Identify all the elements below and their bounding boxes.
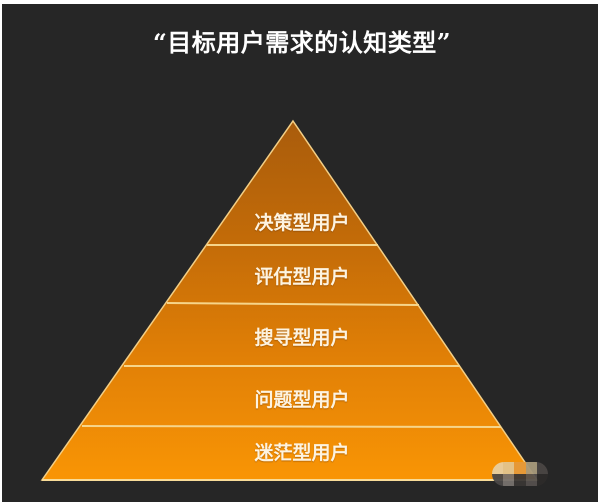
tier-label-search: 搜寻型用户	[254, 327, 350, 349]
tier-label-problem: 问题型用户	[254, 389, 350, 411]
pixelated-watermark-icon	[492, 462, 548, 486]
diagram-title: “目标用户需求的认知类型”	[152, 28, 452, 57]
tier-label-confused: 迷茫型用户	[254, 442, 350, 464]
tier-label-evaluation: 评估型用户	[254, 266, 350, 288]
tier-divider-2	[166, 302, 420, 306]
tier-divider-4	[81, 425, 502, 428]
tier-label-decision: 决策型用户	[254, 212, 350, 234]
